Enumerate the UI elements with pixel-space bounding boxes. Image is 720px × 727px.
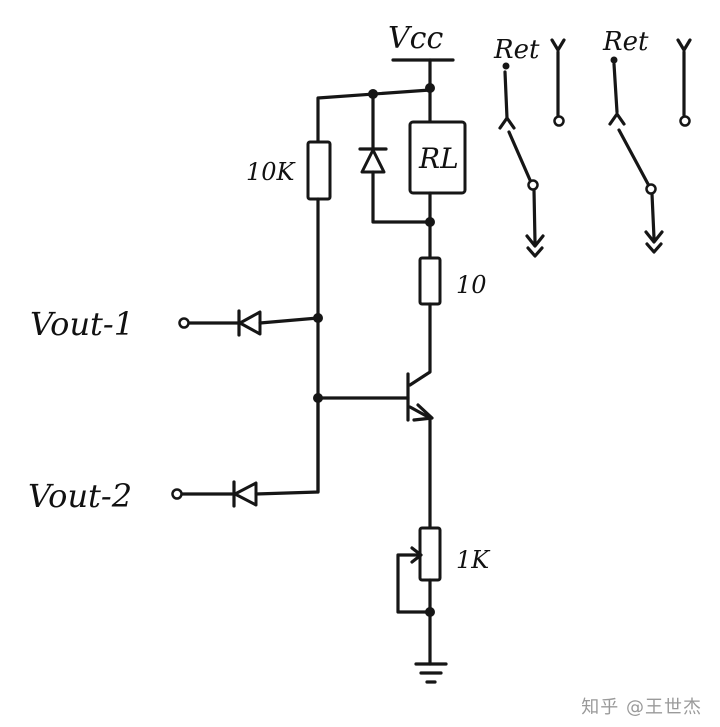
- input-1-terminal: [178, 317, 190, 329]
- junction-ground: [425, 607, 435, 617]
- contact-1-label: Ret: [493, 35, 540, 65]
- resistor-10k: [306, 140, 332, 201]
- contact-2-no-arrow: [676, 38, 692, 52]
- resistor-1k: [418, 526, 442, 582]
- contact-2-com-arrow: [608, 112, 626, 126]
- contact-1-nc-terminal: [527, 179, 539, 191]
- contact-2-switch-arm: [617, 128, 650, 186]
- contact-1-nc-wire: [532, 188, 537, 244]
- wire-pot-bypass: [396, 553, 432, 614]
- vcc-label: Vcc: [388, 21, 443, 56]
- input-2-diode: [233, 481, 258, 507]
- wire-input-2-to-base: [254, 396, 320, 496]
- contact-1-com-dot: [502, 62, 510, 70]
- junction-relay-bottom: [425, 217, 435, 227]
- resistor-1k-label: 1K: [456, 546, 491, 574]
- contact-1-com-arrow: [498, 116, 516, 130]
- wire-top: [316, 88, 432, 144]
- flyback-diode: [360, 148, 386, 174]
- resistor-10: [418, 256, 442, 306]
- contact-2-nc-terminal: [645, 183, 657, 195]
- resistor-10-label: 10: [456, 271, 487, 299]
- relay-coil: [408, 120, 467, 195]
- transistor-emitter-arrow: [412, 403, 434, 422]
- contact-2-nc-arrow: [644, 230, 664, 244]
- watermark: 知乎 @王世杰: [581, 697, 702, 718]
- wire-emitter: [408, 405, 432, 530]
- input-2-label: Vout-2: [28, 477, 132, 515]
- ground-icon: [414, 662, 448, 684]
- input-1-diode: [238, 310, 262, 336]
- contact-1-no-arrow: [550, 38, 566, 52]
- contact-2-no-terminal: [679, 115, 691, 127]
- wire-collector: [408, 302, 432, 387]
- contact-2-label: Ret: [602, 27, 649, 57]
- contact-1-switch-arm: [507, 130, 532, 182]
- junction-vcc: [425, 83, 435, 93]
- input-2-terminal: [171, 488, 183, 500]
- pot-wiper-arrow: [410, 546, 423, 564]
- contact-1-com-wire: [503, 70, 509, 120]
- contact-1-nc-arrow: [525, 234, 545, 248]
- contact-1-no-terminal: [553, 115, 565, 127]
- contact-2-com-dot: [610, 56, 618, 64]
- contact-2-com-wire: [612, 62, 619, 114]
- relay-label: RL: [418, 142, 459, 175]
- wire-diode-bottom: [371, 170, 432, 224]
- wire-input-1-to-base: [258, 316, 320, 325]
- contact-2-nc-wire: [650, 192, 656, 240]
- resistor-10k-label: 10K: [246, 158, 297, 186]
- input-1-label: Vout-1: [30, 305, 134, 343]
- junction-input-1: [313, 313, 323, 323]
